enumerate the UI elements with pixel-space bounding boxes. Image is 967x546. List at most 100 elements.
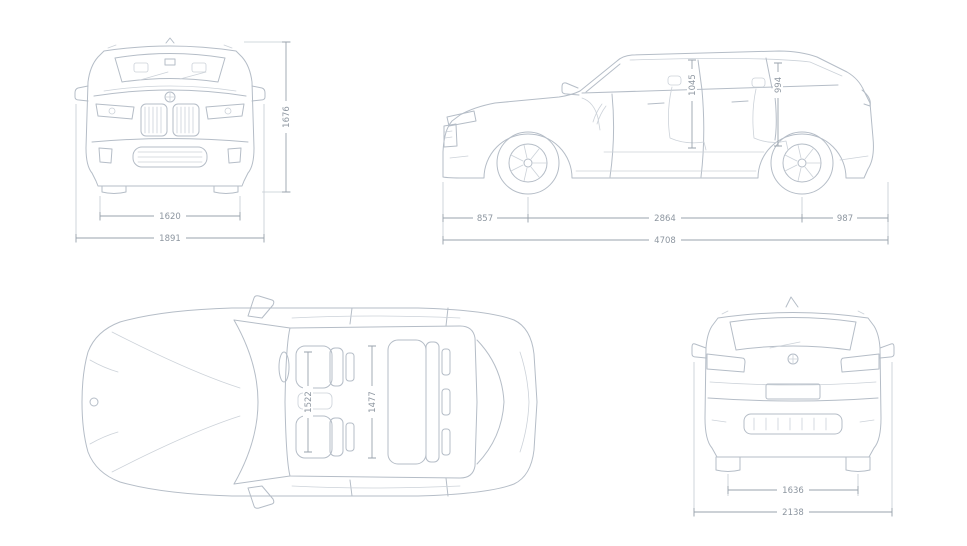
overall-length-value: 4708 — [654, 236, 676, 246]
dim-label-front-width: 1891 — [154, 233, 186, 244]
hood-crease — [93, 89, 247, 97]
mirror-left-top — [247, 295, 275, 319]
a-pillar-left-top — [233, 319, 291, 329]
rear-bench-cushion — [387, 339, 427, 465]
license-plate — [765, 383, 821, 400]
rear-wiper — [769, 341, 801, 349]
center-air-intake — [132, 146, 208, 168]
taillight-side — [861, 89, 871, 107]
kidney-grille-right — [172, 103, 200, 137]
dim-label-rear-interior-width: 1477 — [367, 386, 378, 418]
dim-label-rear-overhang: 987 — [833, 213, 857, 224]
diffuser-slats — [753, 417, 827, 431]
height-value: 1676 — [282, 106, 292, 128]
front-headroom-value: 1045 — [688, 74, 698, 96]
kidney-grille-left — [140, 103, 168, 137]
steering-wheel — [592, 103, 607, 125]
top-view — [81, 295, 538, 509]
side-interior — [581, 75, 789, 153]
antenna-fin-front — [165, 37, 175, 44]
rear-wheel-left — [715, 456, 741, 472]
center-console — [297, 392, 333, 410]
dim-label-height: 1676 — [281, 101, 292, 133]
front-dimensions: 1620 1891 1676 — [75, 41, 292, 244]
bumper-crease-front — [91, 138, 249, 143]
hood-crease-inner — [103, 85, 237, 92]
b-pillar — [697, 59, 703, 91]
front-body-outline — [85, 45, 255, 187]
side-dimensions: 857 2864 987 4708 — [442, 182, 889, 246]
rear-extension-lines — [693, 362, 893, 517]
dashboard — [581, 97, 601, 131]
rear-view — [691, 296, 895, 472]
front-overhang-value: 857 — [477, 214, 493, 224]
rear-wheel-tire — [770, 131, 834, 195]
side-body-outline — [442, 50, 874, 179]
bmw-logo-top-icon — [89, 397, 99, 407]
mirror-right-top — [247, 485, 275, 509]
rear-wheel-rim — [782, 143, 822, 183]
rear-wheel-right — [845, 456, 871, 472]
bumper-top-line — [707, 397, 879, 402]
rearview-mirror — [164, 58, 176, 66]
side-window-lines-top — [291, 315, 461, 489]
headlight-right — [205, 103, 245, 120]
taillight-left — [706, 353, 746, 373]
headlight-right-ring — [224, 107, 232, 115]
rear-track-value: 1636 — [782, 486, 804, 496]
passenger-seat-cushion — [295, 415, 333, 459]
hood-creases-top — [111, 331, 241, 473]
roof-rails-front — [107, 44, 233, 49]
headrest-left — [133, 62, 149, 73]
headlight-left-ring — [108, 107, 116, 115]
front-wheel-right — [213, 185, 239, 194]
passenger-headrest-top — [345, 422, 355, 452]
roof-rails-rear — [721, 310, 865, 315]
passenger-seat-back — [329, 417, 344, 457]
roofline-inner — [629, 58, 843, 77]
tailgate-crease — [709, 381, 877, 386]
rear-dimensions: 1636 2138 — [693, 362, 893, 518]
front-fascia-lines — [444, 130, 469, 159]
door-seams-top — [349, 307, 449, 497]
antenna-fin-rear — [785, 296, 799, 308]
dim-label-wheelbase: 2864 — [649, 213, 681, 224]
top-dimensions: 1522 1477 — [303, 345, 378, 459]
mirror-right-rear — [879, 343, 895, 359]
wheelbase-value: 2864 — [654, 214, 676, 224]
dim-label-front-track: 1620 — [154, 211, 186, 222]
top-body-outline — [81, 307, 538, 497]
rear-bench-back — [425, 341, 440, 463]
intake-slats — [137, 151, 203, 163]
c-pillar — [765, 57, 773, 89]
steering-wheel-top — [278, 351, 290, 383]
rear-window — [729, 317, 857, 351]
side-view: 1045 994 — [442, 50, 874, 195]
seats-top — [278, 339, 451, 465]
driver-seat-back — [329, 347, 344, 387]
rear-headrest-left — [441, 348, 451, 376]
rear-overhang-value: 987 — [837, 214, 853, 224]
windshield-top — [233, 319, 259, 485]
front-wheel-rim — [508, 143, 548, 183]
front-seat-headrest — [667, 75, 682, 86]
mirror-left-rear — [691, 343, 707, 359]
front-interior-width-value: 1522 — [304, 391, 314, 413]
rear-seat — [752, 88, 789, 151]
front-track-value: 1620 — [159, 212, 181, 222]
taillight-right — [840, 353, 880, 373]
bmw-logo-cross — [164, 91, 176, 103]
mirror-left-front — [74, 85, 89, 102]
kidney-grille-side — [443, 123, 458, 148]
front-extension-lines — [75, 41, 291, 243]
belt-line — [581, 84, 839, 94]
side-intake-right — [227, 147, 242, 164]
front-view — [74, 37, 266, 194]
dim-label-front-headroom: 1045 — [687, 69, 698, 101]
driver-seat-cushion — [295, 345, 333, 389]
rear-width-value: 2138 — [782, 508, 804, 518]
front-windshield — [114, 53, 226, 83]
roof-outline-top — [284, 325, 478, 479]
